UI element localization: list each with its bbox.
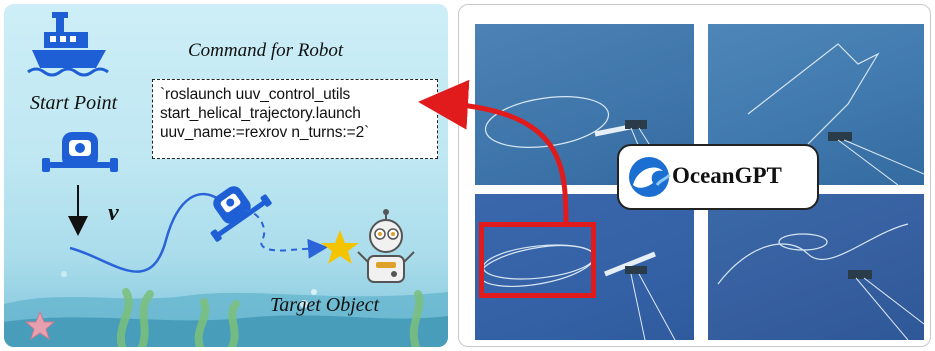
command-title: Command for Robot <box>188 40 344 61</box>
oceangpt-badge <box>617 144 819 210</box>
seaweed-icon <box>116 288 424 347</box>
simulation-view-4 <box>708 194 924 340</box>
uuv-robot-icon <box>42 132 118 172</box>
command-box: `roslaunch uuv_control_utils start_helic… <box>152 79 438 159</box>
command-line: uuv_name:=rexrov n_turns:=2` <box>160 124 370 141</box>
ocean-wave-logo-icon <box>629 157 671 197</box>
command-line: `roslaunch uuv_control_utils <box>160 86 351 103</box>
ship-icon <box>27 12 109 77</box>
starfish-icon <box>24 310 56 341</box>
command-line: start_helical_trajectory.launch <box>160 105 361 122</box>
start-point-label: Start Point <box>30 92 118 114</box>
trajectory-highlight-box <box>479 222 596 298</box>
target-object-label: Target Object <box>270 294 380 316</box>
velocity-symbol: v <box>108 200 119 226</box>
seabed-decoration <box>4 271 448 347</box>
oceangpt-label: OceanGPT <box>672 163 782 188</box>
left-panel: Start Point v Command for Robot `roslaun… <box>4 4 448 347</box>
